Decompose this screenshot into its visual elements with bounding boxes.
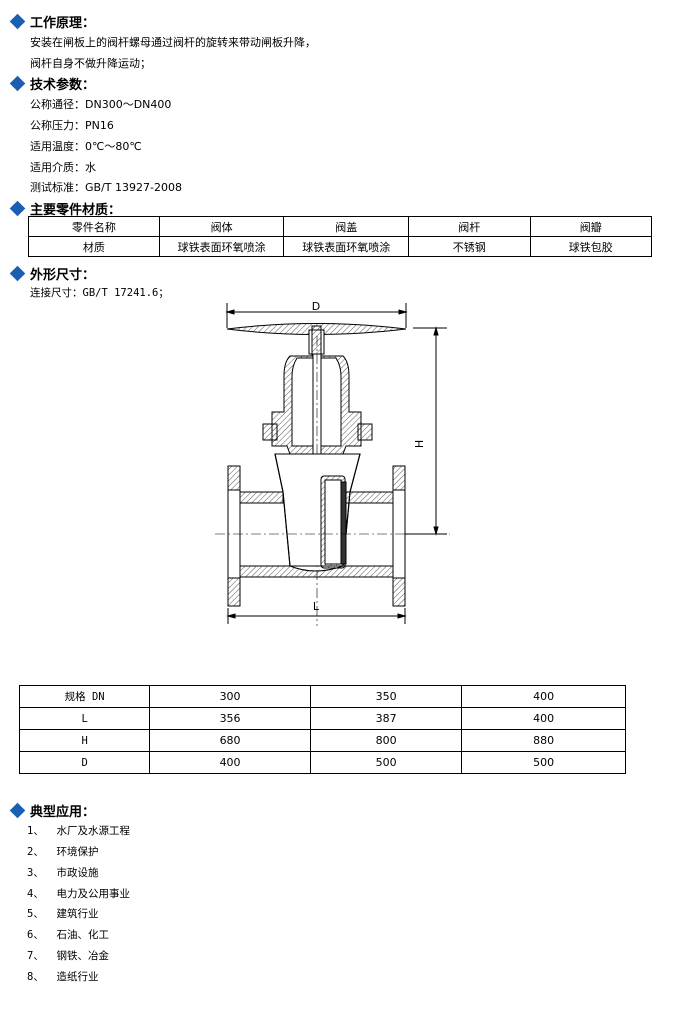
param-item: 公称通径：DN300～DN400	[30, 98, 172, 111]
section-applications: 典型应用：	[9, 801, 96, 820]
principle-line: 安装在闸板上的阀杆螺母通过阀杆的旋转来带动闸板升降，	[30, 36, 316, 49]
list-text: 石油、化工	[56, 929, 109, 941]
list-text: 水厂及水源工程	[56, 825, 130, 837]
list-text: 建筑行业	[56, 908, 99, 920]
table-cell: 阀盖	[283, 216, 410, 237]
principle-line: 阀杆自身不做升降运动；	[30, 57, 151, 70]
table-cell: 300	[149, 685, 311, 708]
section-working-principle: 工作原理：	[9, 12, 96, 31]
table-header-row: 规格 DN 300 350 400	[18, 685, 626, 708]
table-cell: 零件名称	[28, 216, 160, 237]
table-cell: 阀杆	[408, 216, 531, 237]
table-cell: 350	[309, 685, 463, 708]
section-title: 外形尺寸：	[30, 268, 96, 283]
diamond-bullet-icon	[9, 200, 26, 217]
table-cell: 阀体	[158, 216, 285, 237]
table-cell: 规格 DN	[18, 685, 151, 708]
list-item: 2、 环境保护	[27, 844, 98, 859]
table-cell: L	[18, 707, 151, 730]
table-cell: 387	[309, 707, 463, 730]
list-number: 2、	[27, 846, 44, 858]
list-item: 3、 市政设施	[27, 865, 98, 880]
table-cell: H	[18, 729, 151, 752]
diamond-bullet-icon	[9, 802, 26, 819]
dimension-label-l: L	[313, 600, 320, 613]
diamond-bullet-icon	[9, 13, 26, 30]
list-item: 8、 造纸行业	[27, 969, 98, 984]
table-row: D 400 500 500	[18, 751, 626, 774]
list-number: 4、	[27, 888, 44, 900]
table-cell: 500	[461, 751, 626, 774]
list-item: 1、 水厂及水源工程	[27, 823, 130, 838]
list-text: 市政设施	[56, 867, 99, 879]
table-row: H 680 800 880	[18, 729, 626, 752]
list-number: 6、	[27, 929, 44, 941]
list-item: 5、 建筑行业	[27, 906, 98, 921]
list-number: 5、	[27, 908, 44, 920]
table-cell: 阀瓣	[529, 216, 652, 237]
dimension-label-h: H	[413, 440, 426, 448]
section-title: 主要零件材质：	[30, 203, 122, 218]
materials-table: 零件名称 阀体 阀盖 阀杆 阀瓣 材质 球铁表面环氧喷涂 球铁表面环氧喷涂 不锈…	[28, 216, 652, 257]
dimension-label-d: D	[312, 300, 320, 313]
table-cell: 356	[149, 707, 311, 730]
dimensions-table: 规格 DN 300 350 400 L 356 387 400 H 680 80…	[18, 685, 626, 774]
table-cell: 680	[149, 729, 311, 752]
table-cell: 球铁表面环氧喷涂	[158, 236, 285, 257]
table-cell: 500	[309, 751, 463, 774]
table-cell: 材质	[28, 236, 160, 257]
section-title: 技术参数：	[30, 78, 96, 93]
param-item: 适用介质：水	[30, 161, 96, 174]
list-item: 4、 电力及公用事业	[27, 886, 130, 901]
param-item: 测试标准：GB/T 13927-2008	[30, 181, 182, 194]
table-row: L 356 387 400	[18, 707, 626, 730]
list-text: 钢铁、冶金	[56, 950, 109, 962]
table-cell: D	[18, 751, 151, 774]
list-number: 1、	[27, 825, 44, 837]
list-text: 造纸行业	[56, 971, 99, 983]
table-header-row: 零件名称 阀体 阀盖 阀杆 阀瓣	[28, 216, 652, 237]
connection-standard: 连接尺寸：GB/T 17241.6；	[30, 287, 169, 299]
section-dimensions: 外形尺寸：	[9, 264, 96, 283]
list-text: 电力及公用事业	[56, 888, 130, 900]
list-number: 8、	[27, 971, 44, 983]
table-cell: 800	[309, 729, 463, 752]
param-item: 公称压力：PN16	[30, 119, 114, 132]
table-cell: 400	[461, 707, 626, 730]
table-cell: 880	[461, 729, 626, 752]
gate-valve-drawing: D H L	[215, 300, 450, 626]
table-cell: 400	[149, 751, 311, 774]
table-cell: 球铁表面环氧喷涂	[283, 236, 410, 257]
section-title: 典型应用：	[30, 805, 96, 820]
section-materials: 主要零件材质：	[9, 199, 122, 218]
table-cell: 球铁包胶	[529, 236, 652, 257]
table-cell: 400	[461, 685, 626, 708]
section-tech-params: 技术参数：	[9, 74, 96, 93]
diamond-bullet-icon	[9, 265, 26, 282]
table-row: 材质 球铁表面环氧喷涂 球铁表面环氧喷涂 不锈钢 球铁包胶	[28, 236, 652, 257]
list-number: 3、	[27, 867, 44, 879]
list-item: 6、 石油、化工	[27, 927, 109, 942]
table-cell: 不锈钢	[408, 236, 531, 257]
list-text: 环境保护	[56, 846, 99, 858]
list-item: 7、 钢铁、冶金	[27, 948, 109, 963]
section-title: 工作原理：	[30, 16, 96, 31]
list-number: 7、	[27, 950, 44, 962]
param-item: 适用温度：0℃～80℃	[30, 140, 142, 153]
diamond-bullet-icon	[9, 75, 26, 92]
